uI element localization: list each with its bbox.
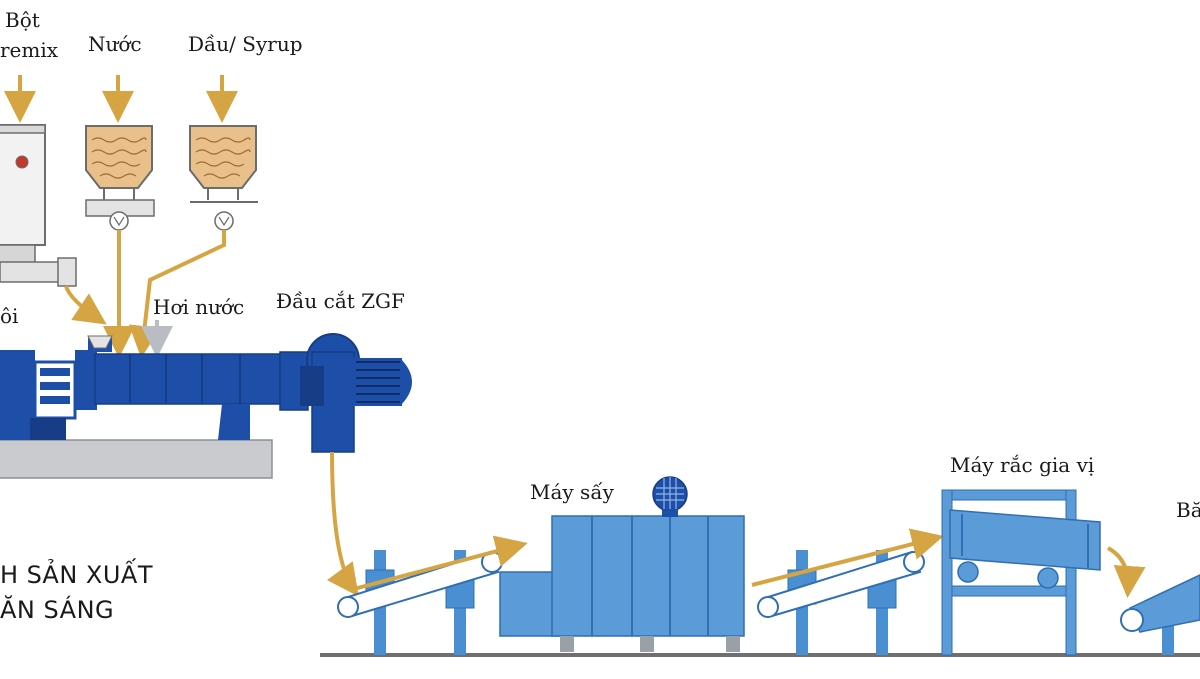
title-line1: H SẢN XUẤT (0, 561, 153, 589)
premix-hopper (0, 124, 107, 325)
steam-label: Hơi nước (153, 295, 245, 319)
conveyor-1 (337, 535, 528, 655)
conveyor-2 (751, 528, 944, 655)
seasoner-label: Máy rắc gia vị (950, 453, 1095, 477)
water-label: Nước (88, 32, 142, 56)
left-cut-label: ôi (0, 304, 19, 328)
cutter-label: Đầu cắt ZGF (276, 289, 405, 313)
seasoning-machine (941, 489, 1146, 656)
oil-syrup-tank (128, 125, 258, 358)
oil-syrup-label: Dầu/ Syrup (188, 32, 303, 56)
zgf-cutter (300, 333, 412, 597)
dryer-label: Máy sấy (530, 480, 614, 504)
premix-label-line1: Bột (5, 8, 40, 32)
water-tank (85, 125, 155, 358)
dryer-machine (499, 476, 745, 652)
title-line2: ĂN SÁNG (0, 596, 115, 624)
right-cut-label: Bă (1176, 498, 1200, 522)
extruder-machine (0, 335, 309, 479)
premix-label-line2: remix (0, 38, 59, 62)
conveyor-3 (1120, 574, 1200, 655)
